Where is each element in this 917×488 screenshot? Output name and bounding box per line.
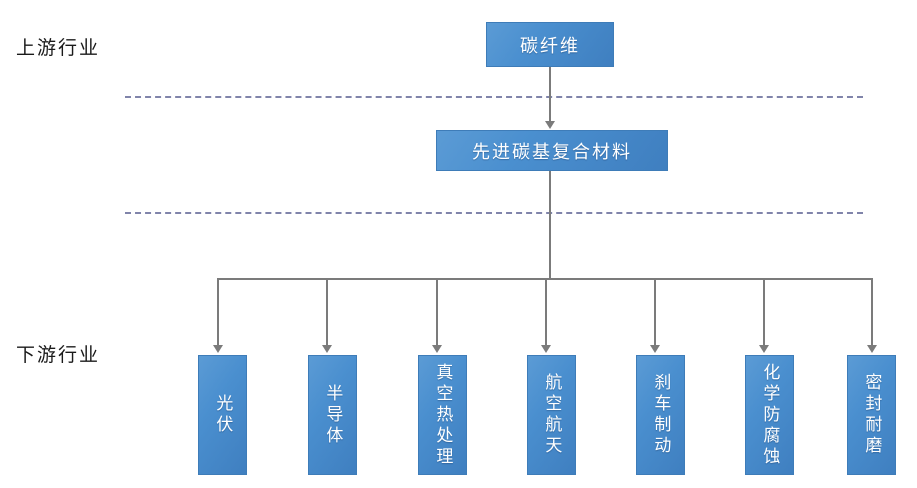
connector-bus-to-leaf-4 (545, 278, 547, 346)
arrow-head-leaf-4 (541, 345, 551, 353)
node-carbon-fiber[interactable]: 碳纤维 (486, 22, 614, 67)
arrow-head-leaf-3 (432, 345, 442, 353)
connector-bus-to-leaf-6 (763, 278, 765, 346)
connector-bus-to-leaf-7 (871, 278, 873, 346)
connector-upstream-to-midstream (549, 67, 551, 122)
node-brake-system[interactable]: 刹车制动 (636, 355, 685, 475)
node-vacuum-heat-treatment[interactable]: 真空热处理 (418, 355, 467, 475)
connector-bus-to-leaf-5 (654, 278, 656, 346)
connector-bus-to-leaf-2 (326, 278, 328, 346)
tier-label-downstream: 下游行业 (16, 345, 101, 366)
arrow-head-upstream-to-midstream (545, 121, 555, 129)
connector-bus-to-leaf-3 (436, 278, 438, 346)
arrow-head-leaf-7 (867, 345, 877, 353)
connector-bus-to-leaf-1 (217, 278, 219, 346)
node-aerospace[interactable]: 航空航天 (527, 355, 576, 475)
arrow-head-leaf-1 (213, 345, 223, 353)
node-photovoltaic[interactable]: 光伏 (198, 355, 247, 475)
node-chemical-corrosion-protection[interactable]: 化学防腐蚀 (745, 355, 794, 475)
tier-divider-lower (125, 212, 863, 214)
node-semiconductor[interactable]: 半导体 (308, 355, 357, 475)
distribution-bus (217, 278, 872, 280)
arrow-head-leaf-5 (650, 345, 660, 353)
arrow-head-leaf-2 (322, 345, 332, 353)
connector-midstream-to-bus (549, 171, 551, 279)
tier-divider-upper (125, 96, 863, 98)
arrow-head-leaf-6 (759, 345, 769, 353)
tier-label-upstream: 上游行业 (16, 38, 101, 59)
node-advanced-carbon-composite[interactable]: 先进碳基复合材料 (436, 130, 668, 171)
node-sealing-wear-resistance[interactable]: 密封耐磨 (847, 355, 896, 475)
